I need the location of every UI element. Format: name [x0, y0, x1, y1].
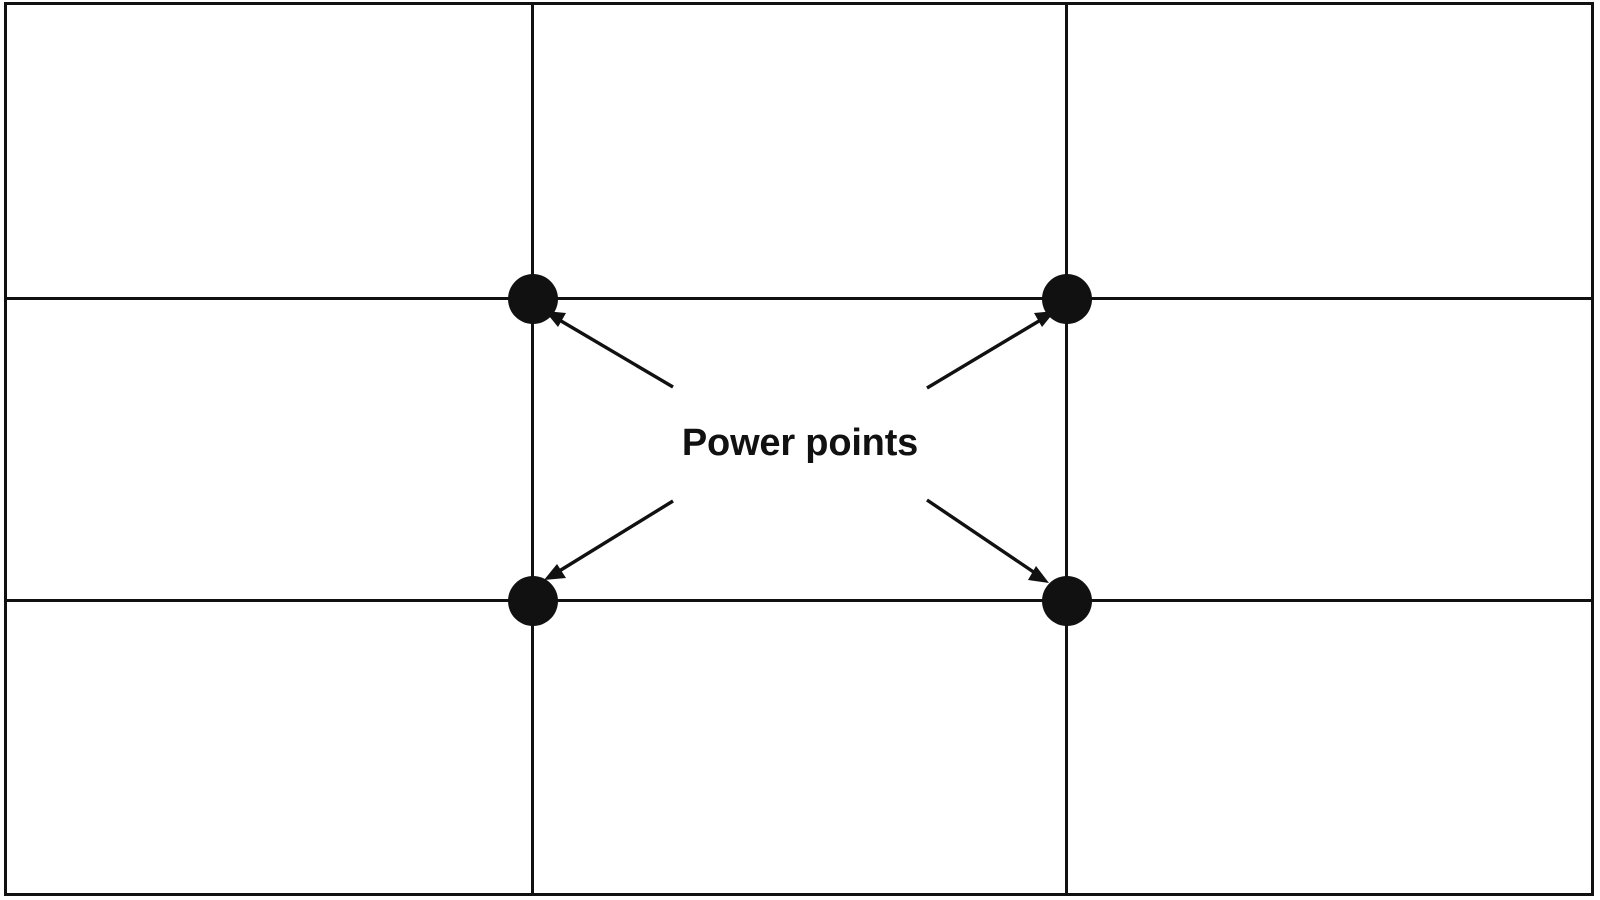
grid-line-horizontal-top — [4, 297, 1594, 300]
power-points-caption: Power points — [681, 422, 919, 464]
power-point-top-left — [508, 274, 558, 324]
power-point-bottom-right — [1042, 576, 1092, 626]
photo-frame — [4, 2, 1594, 896]
grid-line-vertical-right — [1065, 2, 1068, 896]
power-point-top-right — [1042, 274, 1092, 324]
power-point-bottom-left — [508, 576, 558, 626]
grid-line-vertical-left — [531, 2, 534, 896]
grid-line-horizontal-bottom — [4, 599, 1594, 602]
